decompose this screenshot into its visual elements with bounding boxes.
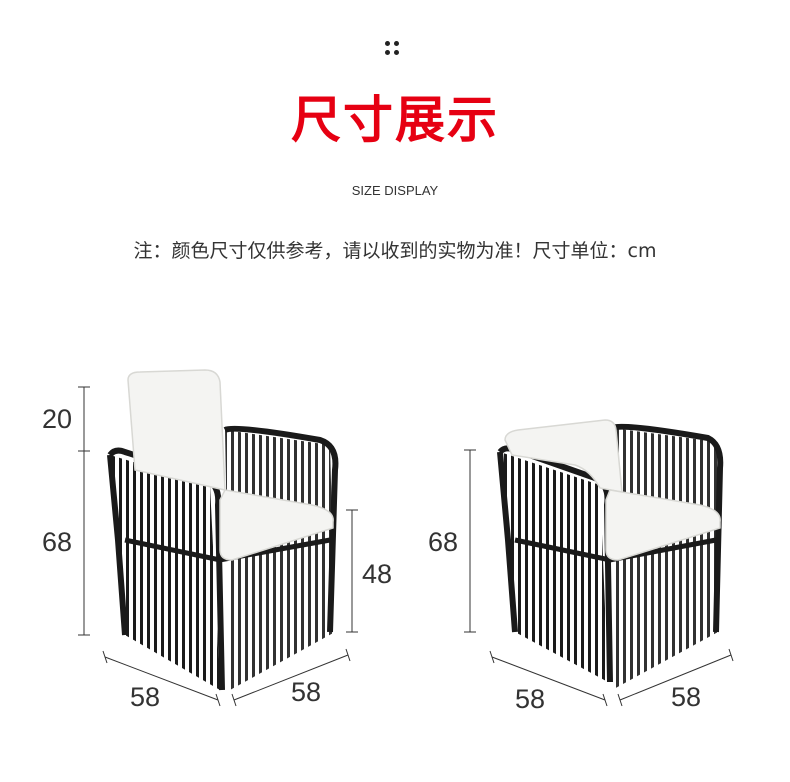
size-note: 注：颜色尺寸仅供参考，请以收到的实物为准！尺寸单位：cm bbox=[133, 240, 657, 262]
chair-right-image bbox=[497, 419, 724, 690]
dimension-lines-left bbox=[78, 386, 358, 707]
left-width-label: 58 bbox=[130, 682, 161, 712]
left-back-height-label: 20 bbox=[42, 404, 73, 434]
page-title: 尺寸展示 bbox=[291, 91, 499, 149]
right-depth-label: 58 bbox=[671, 682, 702, 712]
left-height-label: 68 bbox=[42, 527, 73, 557]
left-depth-label: 58 bbox=[291, 677, 322, 707]
page-subtitle: SIZE DISPLAY bbox=[351, 183, 439, 198]
right-height-label: 68 bbox=[428, 527, 459, 557]
dimension-lines-right bbox=[464, 449, 734, 707]
decorative-dots-icon bbox=[384, 40, 400, 56]
right-width-label: 58 bbox=[515, 684, 546, 714]
chair-left-image bbox=[107, 369, 339, 691]
left-seat-height-label: 48 bbox=[362, 559, 393, 589]
